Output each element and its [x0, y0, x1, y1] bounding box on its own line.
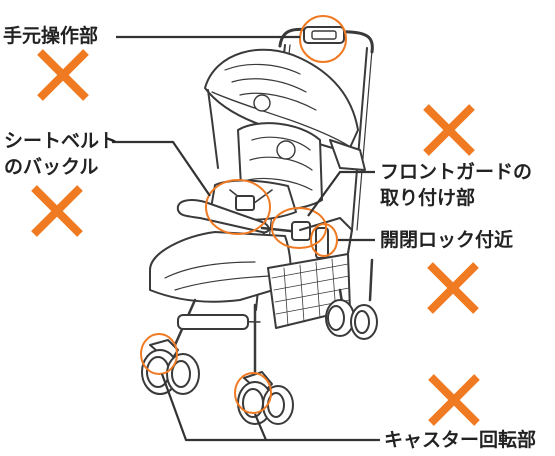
- highlight-hand-operation: [299, 15, 347, 63]
- highlight-seatbelt-buckle: [205, 179, 271, 235]
- x-mark-icon: [427, 262, 479, 314]
- label-hand-operation: 手元操作部: [3, 25, 99, 47]
- leader-caster: [160, 373, 380, 442]
- front-wheel-left: [141, 339, 200, 395]
- rear-wheels: [325, 299, 378, 340]
- label-seatbelt-line2: のバックル: [4, 156, 99, 178]
- highlight-caster-right: [234, 372, 272, 414]
- buckle: [235, 195, 255, 211]
- label-seatbelt-line1: シートベルト: [4, 130, 119, 152]
- leader-seatbelt: [112, 140, 211, 197]
- highlight-front-guard-mount: [271, 207, 327, 249]
- stroller-illustration: [141, 26, 378, 425]
- label-front-guard-line1: フロントガードの: [380, 161, 533, 183]
- x-mark-icon: [423, 104, 475, 156]
- x-mark-icon: [37, 49, 89, 101]
- seat-base: [149, 231, 292, 303]
- label-caster: キャスター回転部: [384, 429, 537, 451]
- x-mark-icon: [428, 374, 480, 426]
- label-front-guard-line2: 取り付け部: [380, 187, 476, 209]
- label-open-close-lock: 開閉ロック付近: [380, 229, 514, 251]
- highlight-open-close-lock: [310, 223, 338, 257]
- x-mark-icon: [31, 185, 83, 237]
- highlight-caster-left: [140, 333, 178, 375]
- leader-front-guard: [307, 170, 375, 217]
